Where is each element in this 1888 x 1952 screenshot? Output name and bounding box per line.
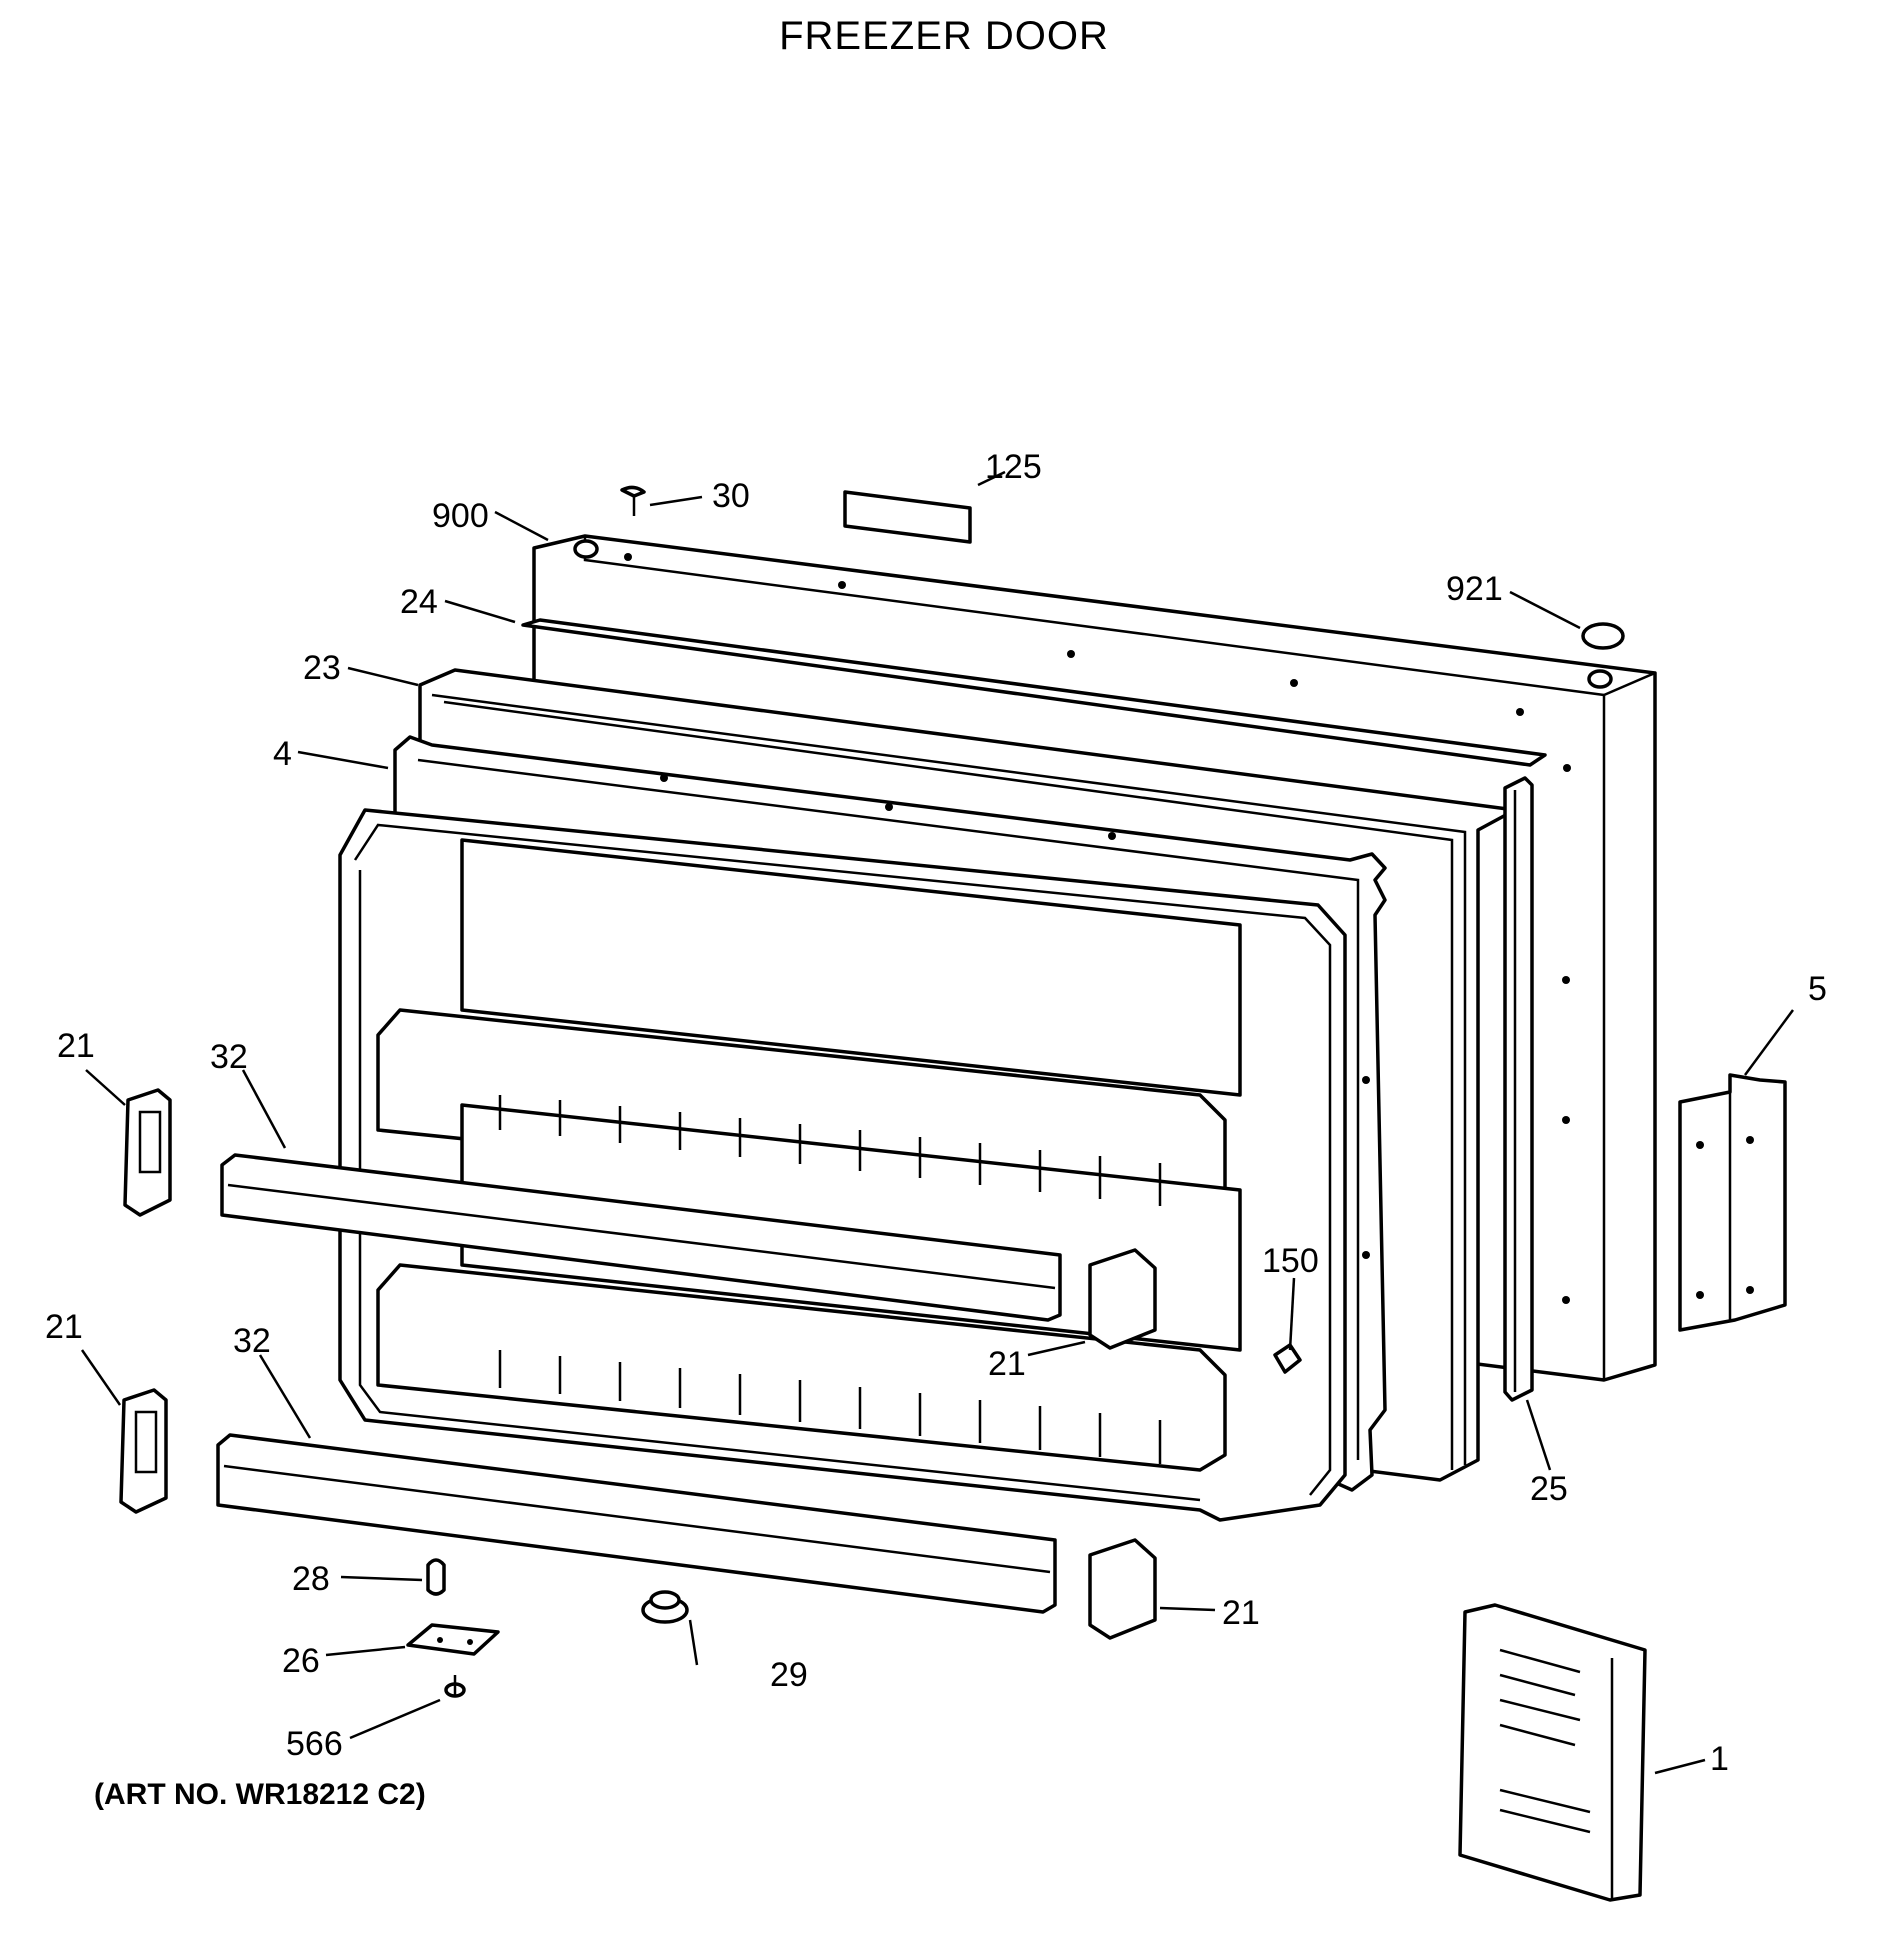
- owners-manual: [1458, 1603, 1647, 1902]
- breaker-strip: [1503, 776, 1534, 1402]
- shelf-end-cap-upper-right: [1088, 1248, 1157, 1350]
- plug-29: [641, 1590, 689, 1624]
- shelf-bar-upper: [220, 1153, 1062, 1322]
- callout-24: 24: [400, 583, 438, 621]
- pin-28: [426, 1558, 446, 1596]
- callout-32-lower: 32: [233, 1322, 271, 1360]
- callout-26: 26: [282, 1642, 320, 1680]
- screw-566: [444, 1675, 466, 1698]
- callout-28: 28: [292, 1560, 330, 1598]
- callout-566: 566: [286, 1725, 343, 1763]
- plug-921: [1581, 622, 1625, 650]
- callout-21-upper-left: 21: [57, 1027, 95, 1065]
- page-title: FREEZER DOOR: [779, 14, 1109, 58]
- screw-150: [1273, 1343, 1302, 1374]
- callout-1: 1: [1710, 1740, 1729, 1778]
- callout-921: 921: [1446, 570, 1503, 608]
- shelf-end-cap-upper-left: [123, 1088, 172, 1217]
- shelf-bar-lower: [216, 1433, 1057, 1614]
- callout-125: 125: [985, 448, 1042, 486]
- shelf-end-cap-lower-left: [119, 1388, 168, 1514]
- callout-32-upper: 32: [210, 1038, 248, 1076]
- callout-150: 150: [1262, 1242, 1319, 1280]
- leader-lines: [80, 470, 1795, 1775]
- callout-25: 25: [1530, 1470, 1568, 1508]
- hinge-plate-26: [406, 1623, 500, 1656]
- callout-29: 29: [770, 1656, 808, 1694]
- screw-30: [620, 485, 646, 516]
- shelf-end-cap-lower-right: [1088, 1538, 1157, 1640]
- callout-21-lower-left: 21: [45, 1308, 83, 1346]
- top-trim-piece: [843, 490, 972, 544]
- callout-5: 5: [1808, 970, 1827, 1008]
- callout-21-upper-right: 21: [988, 1345, 1026, 1383]
- gasket-strip: [521, 618, 1547, 767]
- callout-21-lower-right: 21: [1222, 1594, 1260, 1632]
- inner-door-liner: [338, 808, 1347, 1522]
- callout-30: 30: [712, 477, 750, 515]
- hinge-bracket: [1678, 1073, 1787, 1332]
- art-number: (ART NO. WR18212 C2): [94, 1778, 426, 1811]
- callout-4: 4: [273, 735, 292, 773]
- callout-900: 900: [432, 497, 489, 535]
- callout-23: 23: [303, 649, 341, 687]
